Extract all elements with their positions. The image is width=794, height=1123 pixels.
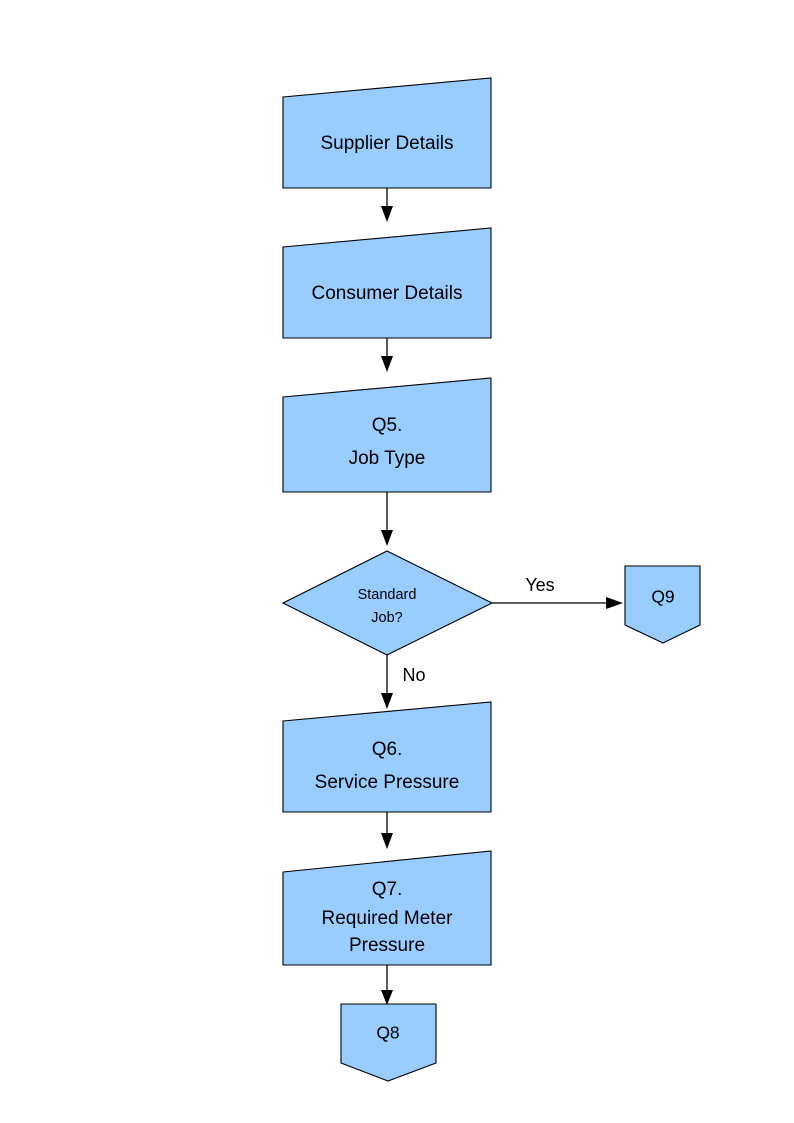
node-q6-service-pressure[interactable]: Q6. Service Pressure <box>282 701 492 813</box>
q8-shape[interactable] <box>340 1003 437 1082</box>
standard-job-decision-label-line1: Standard <box>358 587 417 603</box>
node-q7-required-meter-pressure[interactable]: Q7. Required Meter Pressure <box>282 850 492 966</box>
edge-decision-to-q9: Yes <box>492 575 623 609</box>
supplier-details-shape[interactable] <box>282 77 492 189</box>
edge-decision-to-q6: No <box>381 655 426 709</box>
standard-job-decision-label-line2: Job? <box>371 610 402 626</box>
edge-q7-to-q8 <box>381 965 393 1005</box>
q7-required-meter-pressure-label-line2: Required Meter <box>322 908 454 929</box>
node-q8[interactable]: Q8 <box>340 1003 437 1082</box>
edge-q6-to-q7-arrowhead <box>381 833 393 849</box>
edge-decision-to-q6-arrowhead <box>381 693 393 709</box>
edge-label-no: No <box>402 665 425 685</box>
q5-job-type-label-line2: Job Type <box>349 448 426 469</box>
node-q5-job-type[interactable]: Q5. Job Type <box>282 377 492 493</box>
edge-consumer-to-q5 <box>381 338 393 372</box>
standard-job-decision-shape[interactable] <box>281 550 494 656</box>
node-standard-job-decision[interactable]: Standard Job? <box>281 550 494 656</box>
q7-required-meter-pressure-shape[interactable] <box>282 850 492 966</box>
q7-required-meter-pressure-label-line1: Q7. <box>372 879 403 900</box>
edge-q5-to-decision-arrowhead <box>381 530 393 546</box>
edge-label-yes: Yes <box>525 575 554 595</box>
edge-q7-to-q8-arrowhead <box>381 990 393 1005</box>
edge-supplier-to-consumer <box>381 188 393 222</box>
q5-job-type-label-line1: Q5. <box>372 415 403 436</box>
q9-label: Q9 <box>651 587 674 607</box>
node-consumer-details[interactable]: Consumer Details <box>282 227 492 339</box>
q9-shape[interactable] <box>624 565 701 644</box>
edge-decision-to-q9-arrowhead <box>606 597 623 609</box>
node-q9[interactable]: Q9 <box>624 565 701 644</box>
edge-q6-to-q7 <box>381 812 393 849</box>
node-supplier-details[interactable]: Supplier Details <box>282 77 492 189</box>
q8-label: Q8 <box>376 1023 399 1043</box>
q7-required-meter-pressure-label-line3: Pressure <box>349 935 425 956</box>
consumer-details-shape[interactable] <box>282 227 492 339</box>
edge-consumer-to-q5-arrowhead <box>381 356 393 372</box>
edge-supplier-to-consumer-arrowhead <box>381 206 393 222</box>
consumer-details-label: Consumer Details <box>312 283 463 304</box>
q5-job-type-shape[interactable] <box>282 377 492 493</box>
q6-service-pressure-label-line1: Q6. <box>372 739 403 760</box>
supplier-details-label: Supplier Details <box>320 133 453 154</box>
q6-service-pressure-label-line2: Service Pressure <box>315 772 460 793</box>
q6-service-pressure-shape[interactable] <box>282 701 492 813</box>
edge-q5-to-decision <box>381 492 393 546</box>
